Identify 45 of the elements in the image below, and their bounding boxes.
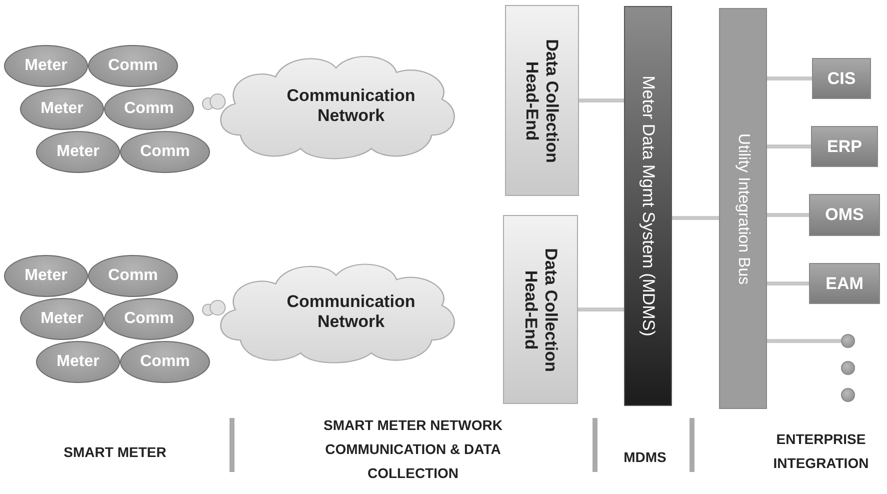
connector-line <box>578 308 624 312</box>
ellipse-label: Comm <box>140 143 190 161</box>
mdms-bar <box>624 6 672 406</box>
data-collection-box <box>503 215 578 404</box>
ellipse-label: Comm <box>124 100 174 118</box>
ellipse-label: Comm <box>124 310 174 328</box>
node-label: Communication Network <box>286 86 416 126</box>
node-label: EAM <box>826 274 864 294</box>
section-label: MDMS <box>622 448 668 467</box>
node-label: CIS <box>827 68 856 88</box>
section-label: ENTERPRISE INTEGRATION <box>772 430 870 473</box>
integration-bus-bar <box>719 8 767 409</box>
section-label: SMART METER <box>62 443 168 462</box>
ellipse-label: Meter <box>24 267 68 285</box>
ellipse-label: Meter <box>56 143 100 161</box>
ellipse-label: Comm <box>108 267 158 285</box>
ellipse-label: Meter <box>24 57 68 75</box>
ellipse-label: Meter <box>40 310 84 328</box>
connector-line <box>767 144 811 148</box>
ellipse-label: Comm <box>140 353 190 371</box>
node-label: Communication Network <box>286 292 416 332</box>
ellipsis-dot <box>841 361 855 375</box>
ellipsis-dot <box>841 334 855 348</box>
system-box <box>811 126 878 167</box>
node-label: ERP <box>827 136 862 156</box>
system-box <box>809 263 880 304</box>
ellipsis-dot <box>841 388 855 402</box>
node-label: Meter Data Mgmt System (MDMS) <box>638 74 658 338</box>
connector-line <box>767 213 809 217</box>
connector-line <box>767 76 812 80</box>
section-label: SMART METER NETWORK COMMUNICATION & DATA COLLECTION <box>322 416 504 483</box>
node-label: Data Collection Head-End <box>520 246 560 374</box>
ellipse-label: Meter <box>40 100 84 118</box>
node-label: Utility Integration Bus <box>734 132 752 286</box>
connector-line <box>767 339 841 343</box>
data-collection-box <box>505 5 579 196</box>
ellipse-label: Comm <box>108 57 158 75</box>
system-box <box>809 194 880 236</box>
ellipse-label: Meter <box>56 353 100 371</box>
system-box <box>812 58 871 99</box>
connector-line <box>672 216 719 220</box>
node-label: Data Collection Head-End <box>522 38 562 164</box>
node-label: OMS <box>825 205 864 225</box>
connector-line <box>767 282 809 286</box>
connector-line <box>579 98 624 102</box>
